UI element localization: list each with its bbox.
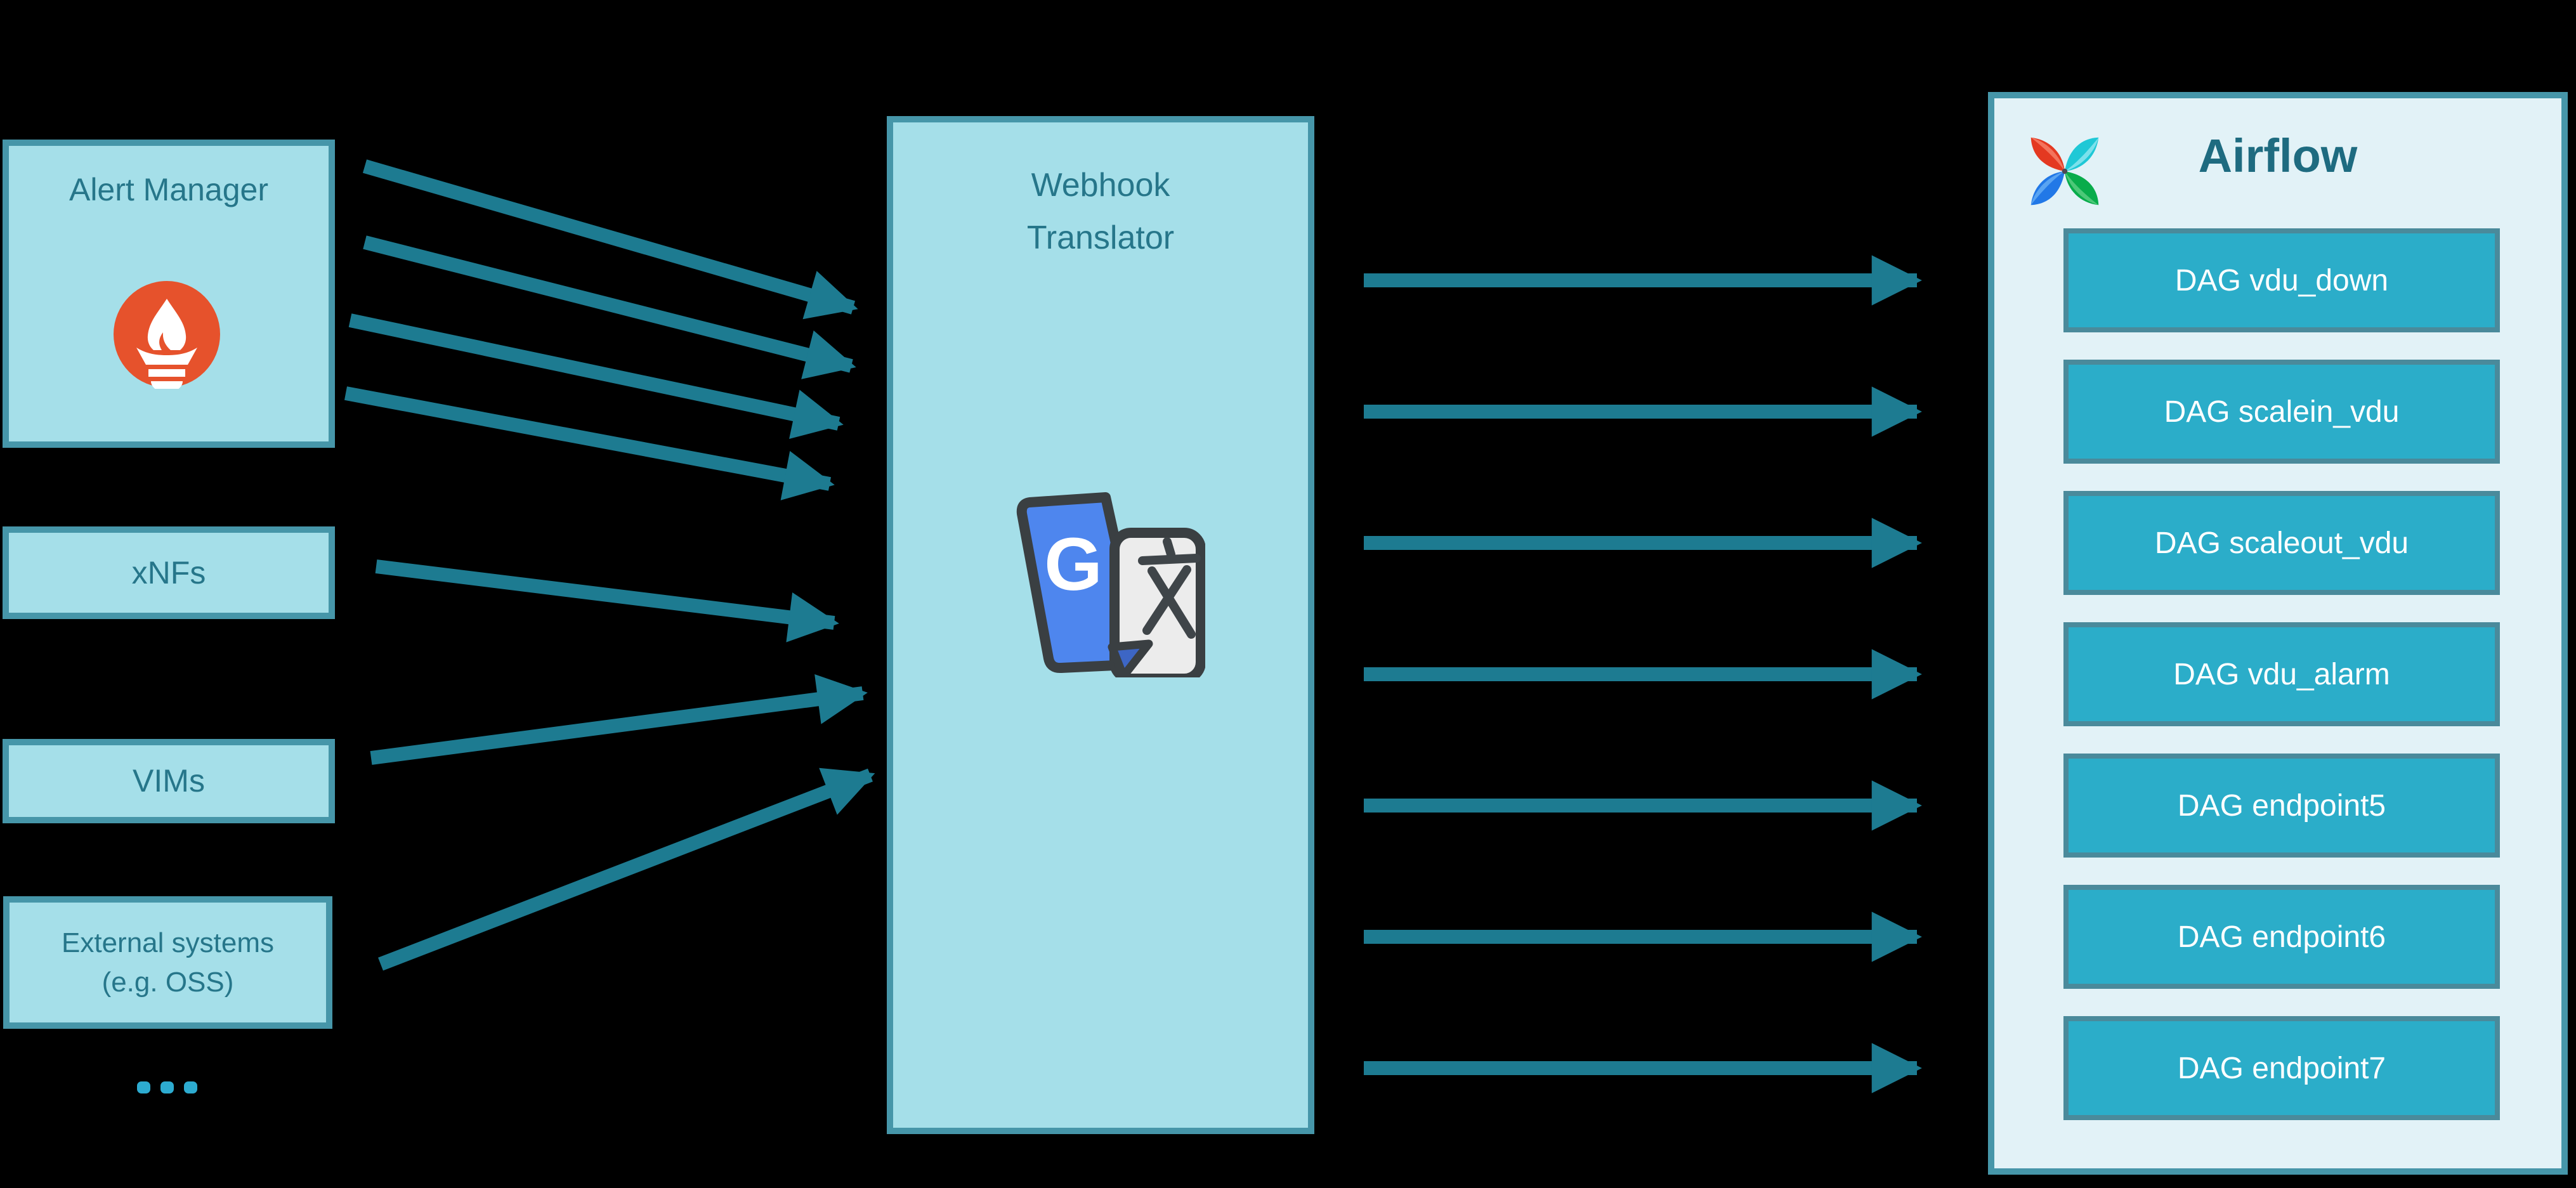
google-translate-icon: G	[1016, 492, 1205, 677]
arrow-xnfs-to-webhook-translator	[375, 559, 839, 643]
xnfs-label: xNFs	[131, 554, 206, 591]
dag-box: DAG endpoint6	[2063, 885, 2500, 989]
node-vims: VIMs	[3, 739, 335, 823]
external-systems-line1: External systems	[62, 927, 274, 958]
dag-label: DAG scaleout_vdu	[2154, 526, 2409, 560]
node-alert-manager: Alert Manager	[3, 140, 335, 448]
arrow-alert-manager-to-webhook-translator	[344, 386, 835, 500]
dag-label: DAG vdu_alarm	[2173, 657, 2390, 691]
ellipsis-dots-icon	[137, 1081, 197, 1093]
prometheus-icon	[114, 281, 220, 389]
arrow-alert-manager-to-webhook-translator	[362, 159, 858, 320]
dag-box: DAG vdu_down	[2063, 228, 2500, 332]
airflow-title: Airflow	[2198, 129, 2358, 182]
alert-manager-label: Alert Manager	[69, 172, 269, 207]
arrow-alert-manager-to-webhook-translator	[363, 235, 856, 379]
arrow-external-systems-to-webhook-translator	[378, 767, 875, 971]
dag-label: DAG endpoint7	[2177, 1051, 2386, 1085]
svg-text:G: G	[1044, 523, 1102, 606]
dag-box: DAG scaleout_vdu	[2063, 491, 2500, 595]
dag-label: DAG endpoint5	[2177, 788, 2386, 823]
external-systems-line2: (e.g. OSS)	[101, 966, 234, 998]
dag-box: DAG endpoint7	[2063, 1016, 2500, 1120]
external-systems-label: External systems (e.g. OSS)	[62, 924, 274, 1002]
node-external-systems: External systems (e.g. OSS)	[3, 896, 332, 1029]
webhook-translator-label: Webhook Translator	[893, 159, 1308, 264]
vims-label: VIMs	[133, 763, 205, 799]
dag-box: DAG endpoint5	[2063, 754, 2500, 858]
arrow-vims-to-webhook-translator	[370, 674, 868, 765]
airflow-pinwheel-icon	[2030, 137, 2099, 206]
node-webhook-translator: Webhook Translator	[887, 116, 1314, 1134]
webhook-line2: Translator	[1026, 219, 1175, 257]
dag-box: DAG vdu_alarm	[2063, 622, 2500, 726]
dag-label: DAG vdu_down	[2174, 263, 2389, 297]
node-xnfs: xNFs	[3, 526, 335, 619]
webhook-line1: Webhook	[1031, 167, 1170, 204]
dag-box: DAG scalein_vdu	[2063, 360, 2500, 464]
dag-label: DAG endpoint6	[2177, 920, 2386, 954]
dag-label: DAG scalein_vdu	[2164, 395, 2400, 429]
arrow-alert-manager-to-webhook-translator	[348, 313, 844, 439]
